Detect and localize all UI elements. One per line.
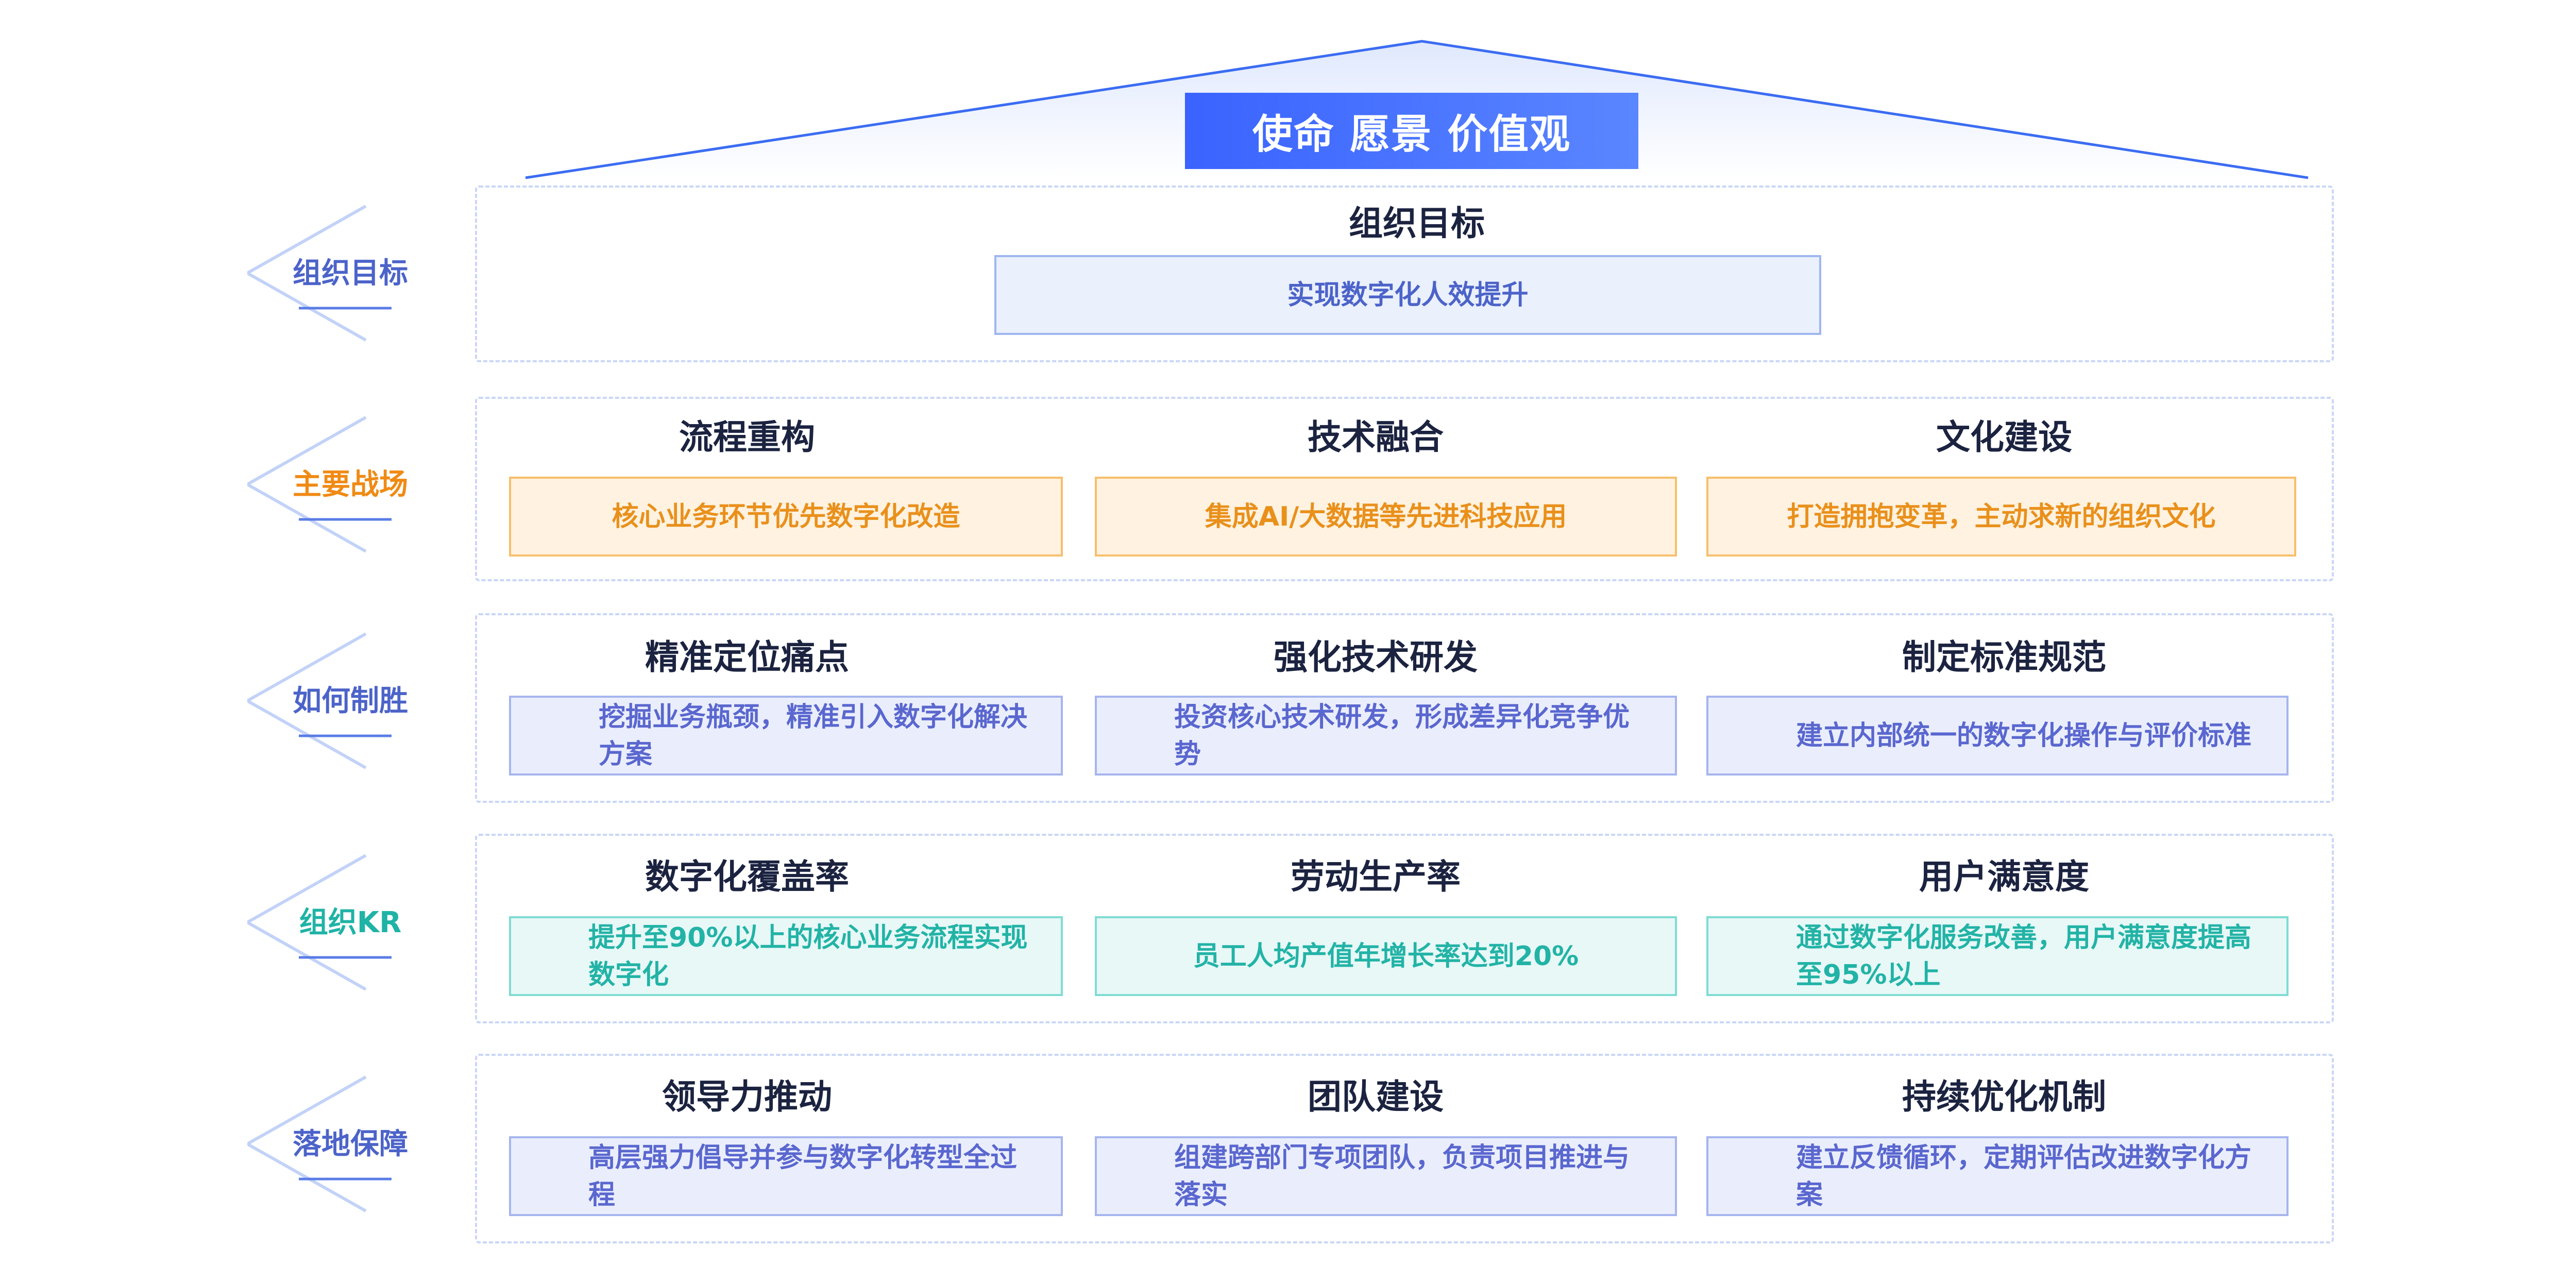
side-label-text: 如何制胜: [293, 684, 408, 718]
org-kr-heading-2: 劳动生产率: [1291, 857, 1461, 897]
org-kr-box-2: 员工人均产值年增长率达到20%: [1095, 916, 1677, 996]
battlefield-heading-3: 文化建设: [1936, 417, 2072, 457]
section-frame-org-kr: [475, 834, 2334, 1023]
org-kr-box-1: 提升至90%以上的核心业务流程实现数字化: [509, 916, 1063, 996]
org-kr-heading-1: 数字化覆盖率: [645, 857, 849, 897]
how-to-win-box-1: 挖掘业务瓶颈，精准引入数字化解决方案: [509, 696, 1063, 776]
how-to-win-box-3: 建立内部统一的数字化操作与评价标准: [1706, 696, 2289, 776]
side-label-text: 落地保障: [293, 1127, 408, 1161]
side-label-text: 组织目标: [293, 257, 408, 290]
battlefield-heading-1: 流程重构: [679, 417, 815, 457]
chevron-left-icon: [247, 416, 392, 553]
how-to-win-heading-3: 制定标准规范: [1902, 637, 2106, 677]
section-frame-org-goal: [475, 186, 2334, 362]
org-kr-heading-3: 用户满意度: [1919, 857, 2089, 897]
side-label-org-goal: 组织目标: [247, 196, 417, 350]
battlefield-heading-2: 技术融合: [1308, 417, 1444, 457]
chevron-left-icon: [247, 1075, 392, 1212]
support-heading-3: 持续优化机制: [1902, 1077, 2106, 1117]
chevron-left-icon: [247, 205, 392, 342]
side-label-org-kr: 组织KR: [247, 845, 417, 1000]
how-to-win-box-2: 投资核心技术研发，形成差异化竞争优势: [1095, 696, 1677, 776]
support-heading-2: 团队建设: [1308, 1077, 1444, 1117]
support-box-1: 高层强力倡导并参与数字化转型全过程: [509, 1136, 1063, 1216]
support-box-2: 组建跨部门专项团队，负责项目推进与落实: [1095, 1136, 1677, 1216]
section-frame-how-to-win: [475, 613, 2334, 803]
org-goal-box: 实现数字化人效提升: [994, 255, 1821, 335]
chevron-left-icon: [247, 632, 392, 769]
side-label-support: 落地保障: [247, 1067, 417, 1221]
section-frame-battlefield: [475, 397, 2334, 581]
side-label-how-to-win: 如何制胜: [247, 624, 417, 778]
battlefield-box-3: 打造拥抱变革，主动求新的组织文化: [1706, 477, 2296, 557]
support-heading-1: 领导力推动: [662, 1077, 832, 1117]
org-goal-heading: 组织目标: [1349, 204, 1485, 243]
how-to-win-heading-2: 强化技术研发: [1274, 637, 1478, 677]
section-frame-support: [475, 1054, 2334, 1243]
org-kr-box-3: 通过数字化服务改善，用户满意度提高至95%以上: [1706, 916, 2289, 996]
support-box-3: 建立反馈循环，定期评估改进数字化方案: [1706, 1136, 2289, 1216]
battlefield-box-1: 核心业务环节优先数字化改造: [509, 477, 1063, 557]
side-label-text: 主要战场: [293, 468, 408, 501]
side-label-text: 组织KR: [299, 906, 402, 939]
battlefield-box-2: 集成AI/大数据等先进科技应用: [1095, 477, 1677, 557]
chevron-left-icon: [247, 854, 392, 991]
how-to-win-heading-1: 精准定位痛点: [645, 637, 849, 677]
side-label-battlefield: 主要战场: [247, 407, 417, 562]
mission-vision-values-banner: 使命 愿景 价值观: [1185, 93, 1638, 169]
